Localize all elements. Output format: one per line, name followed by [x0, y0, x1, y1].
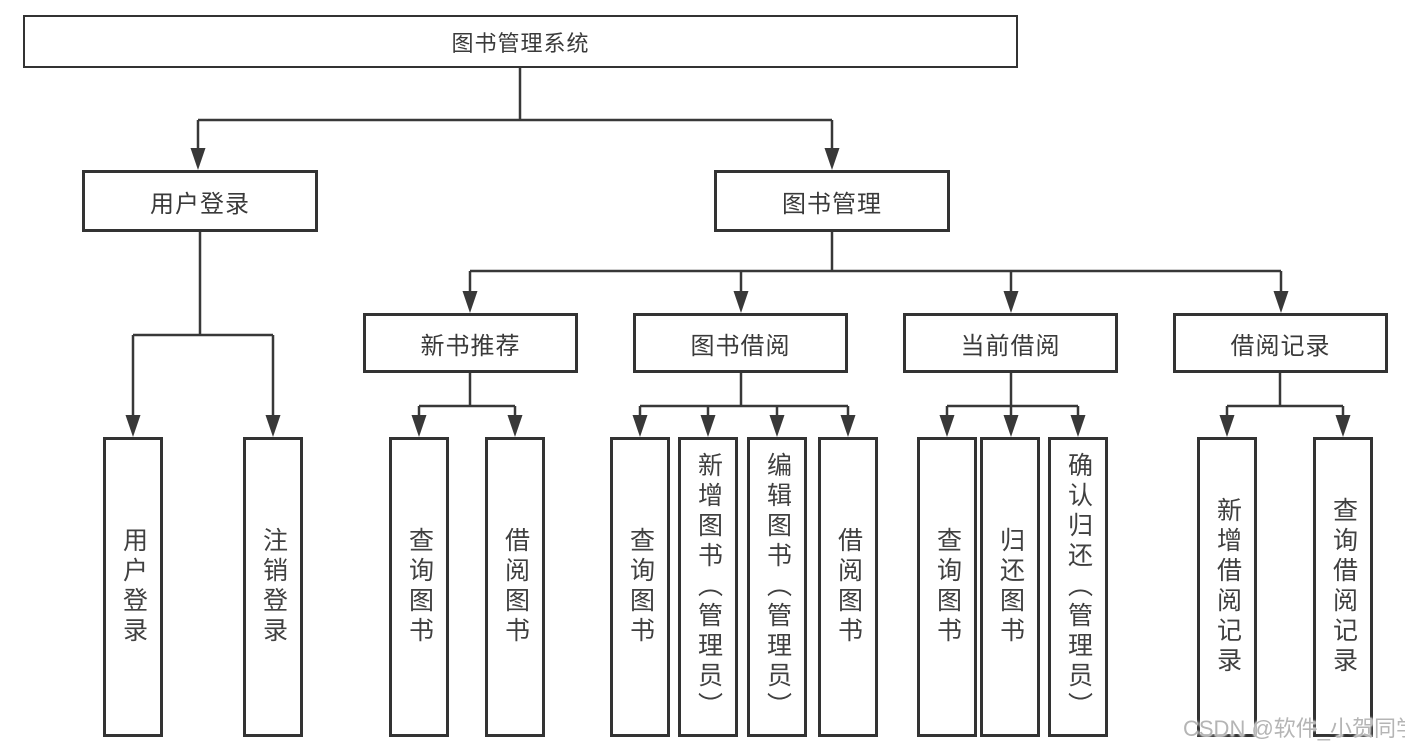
leaf-query-borrow-record-label: 查询借阅记录	[1329, 497, 1358, 677]
leaf-query-books-recommend-label: 查询图书	[405, 527, 434, 647]
leaf-logout-label: 注销登录	[259, 527, 288, 647]
node-library-management-system: 图书管理系统	[23, 15, 1018, 68]
node-book-management: 图书管理	[714, 170, 950, 232]
node-borrow-records: 借阅记录	[1173, 313, 1388, 373]
leaf-query-books-borrow: 查询图书	[610, 437, 670, 737]
leaf-user-login-label: 用户登录	[119, 527, 148, 647]
leaf-add-book-admin: 新增图书（管理员）	[678, 437, 738, 737]
leaf-borrow-books: 借阅图书	[818, 437, 878, 737]
watermark: CSDN @软件_小贺同学	[1183, 716, 1405, 741]
leaf-query-books-current: 查询图书	[917, 437, 977, 737]
leaf-confirm-return-admin-label: 确认归还（管理员）	[1064, 452, 1093, 722]
leaf-return-books: 归还图书	[980, 437, 1040, 737]
leaf-add-borrow-record: 新增借阅记录	[1197, 437, 1257, 737]
leaf-return-books-label: 归还图书	[996, 527, 1025, 647]
leaf-confirm-return-admin: 确认归还（管理员）	[1048, 437, 1108, 737]
leaf-query-borrow-record: 查询借阅记录	[1313, 437, 1373, 737]
leaf-borrow-books-recommend-label: 借阅图书	[501, 527, 530, 647]
leaf-borrow-books-label: 借阅图书	[834, 527, 863, 647]
node-book-borrow: 图书借阅	[633, 313, 848, 373]
node-user-login: 用户登录	[82, 170, 318, 232]
leaf-logout: 注销登录	[243, 437, 303, 737]
leaf-query-books-current-label: 查询图书	[933, 527, 962, 647]
leaf-edit-book-admin: 编辑图书（管理员）	[747, 437, 807, 737]
leaf-edit-book-admin-label: 编辑图书（管理员）	[763, 452, 792, 722]
leaf-add-borrow-record-label: 新增借阅记录	[1213, 497, 1242, 677]
leaf-borrow-books-recommend: 借阅图书	[485, 437, 545, 737]
node-current-borrow: 当前借阅	[903, 313, 1118, 373]
leaf-add-book-admin-label: 新增图书（管理员）	[694, 452, 723, 722]
leaf-query-books-borrow-label: 查询图书	[626, 527, 655, 647]
leaf-user-login: 用户登录	[103, 437, 163, 737]
leaf-query-books-recommend: 查询图书	[389, 437, 449, 737]
node-new-book-recommend: 新书推荐	[363, 313, 578, 373]
